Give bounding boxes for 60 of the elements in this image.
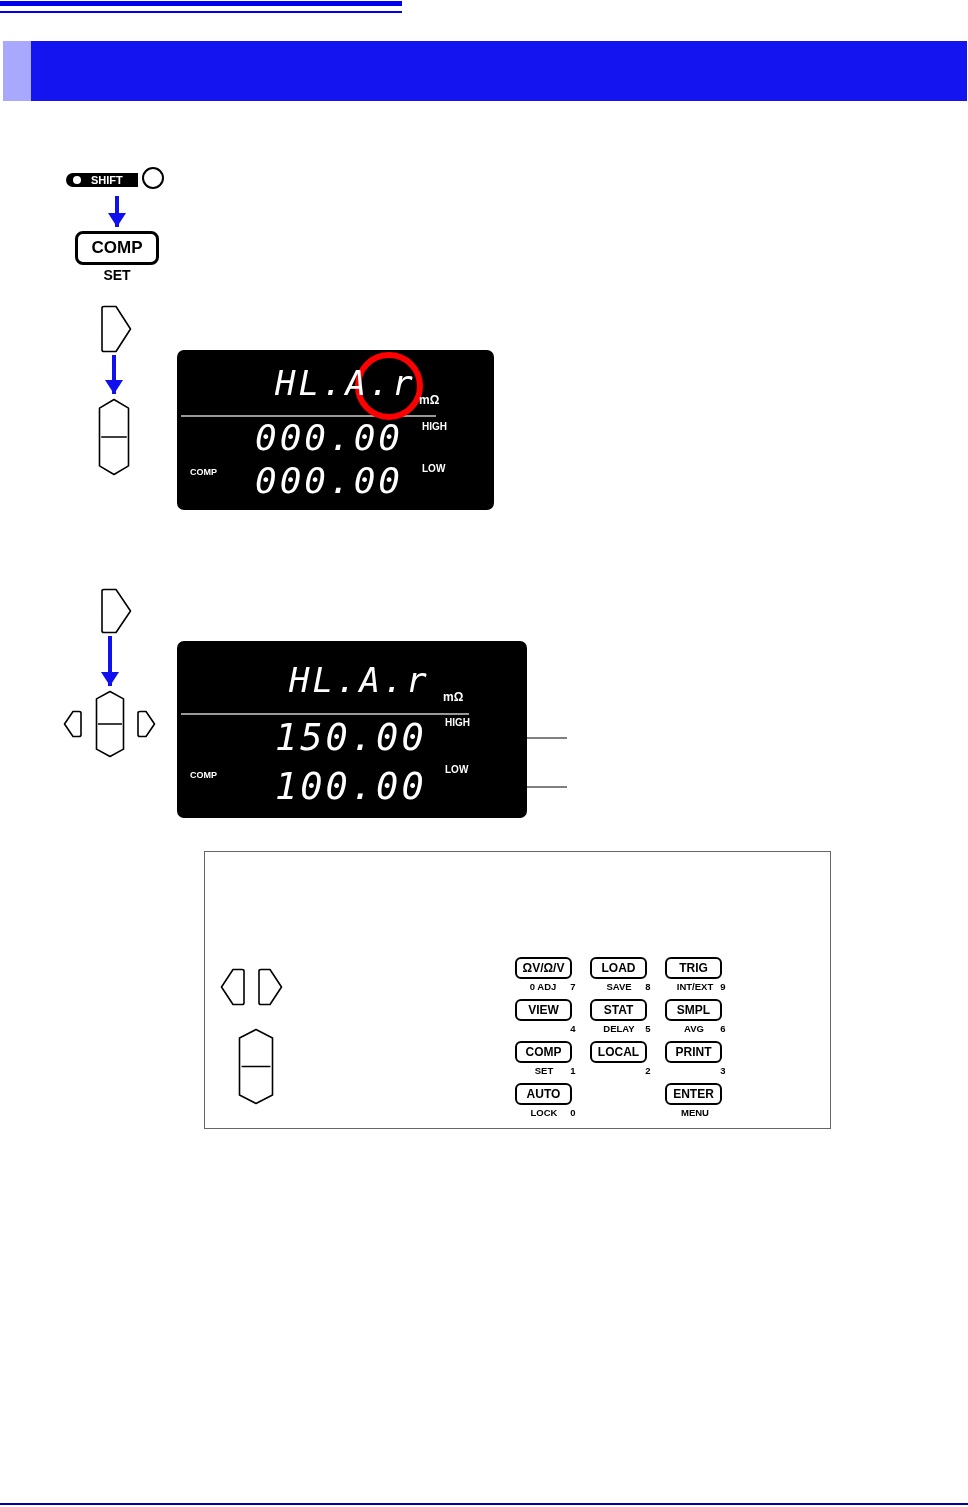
arrow bbox=[105, 355, 123, 394]
key-caption: 3 bbox=[720, 1065, 726, 1076]
key-caption: 8 bbox=[645, 981, 651, 992]
indicator-label: LOW bbox=[422, 464, 446, 474]
stat-key: STAT bbox=[590, 999, 647, 1021]
key-caption: LOCK bbox=[530, 1107, 558, 1118]
trig-key: TRIG bbox=[665, 957, 722, 979]
key-caption: SET bbox=[103, 267, 131, 283]
load-key: LOAD bbox=[590, 957, 647, 979]
note-panel bbox=[204, 851, 831, 1129]
lcd-readout: HL.A.r bbox=[289, 663, 430, 697]
auto-key: AUTO bbox=[515, 1083, 572, 1105]
key-caption: 5 bbox=[645, 1023, 651, 1034]
function-key: ΩV/Ω/V bbox=[515, 957, 572, 979]
comp-key: COMP bbox=[75, 231, 159, 265]
arrow bbox=[101, 636, 119, 686]
key-caption: DELAY bbox=[603, 1023, 635, 1034]
key-caption: AVG bbox=[684, 1023, 704, 1034]
up-down-key bbox=[98, 398, 130, 476]
indicator-label: HIGH bbox=[422, 422, 447, 432]
up-down-key bbox=[238, 1028, 274, 1105]
smpl-key: SMPL bbox=[665, 999, 722, 1021]
indicator-label: COMP bbox=[190, 771, 217, 780]
indicator-label: HIGH bbox=[445, 718, 470, 728]
right-arrow-key bbox=[136, 710, 156, 738]
left-arrow-key bbox=[63, 710, 83, 738]
unit-label: mΩ bbox=[419, 394, 440, 406]
lcd-display bbox=[177, 641, 527, 818]
lcd-readout: 150.00 bbox=[275, 714, 435, 762]
key-caption: 2 bbox=[645, 1065, 651, 1076]
key-caption: SAVE bbox=[606, 981, 632, 992]
local-key: LOCAL bbox=[590, 1041, 647, 1063]
key-caption: 7 bbox=[570, 981, 576, 992]
comp-key: COMP bbox=[515, 1041, 572, 1063]
arrow bbox=[108, 196, 126, 227]
lcd-readout: 000.00 bbox=[255, 420, 404, 456]
up-down-key bbox=[95, 690, 125, 758]
key-caption: INT/EXT bbox=[676, 981, 714, 992]
key-caption: 6 bbox=[720, 1023, 726, 1034]
key-caption: 0 bbox=[570, 1107, 576, 1118]
unit-label: mΩ bbox=[443, 691, 464, 703]
key-caption: 1 bbox=[570, 1065, 576, 1076]
key-caption: 9 bbox=[720, 981, 726, 992]
key-caption: 0 ADJ bbox=[529, 981, 557, 992]
indicator-label: COMP bbox=[190, 468, 217, 477]
key-caption: MENU bbox=[681, 1107, 709, 1118]
enter-key: ENTER bbox=[665, 1083, 722, 1105]
key-caption: SET bbox=[534, 1065, 554, 1076]
key-caption: 4 bbox=[570, 1023, 576, 1034]
right-arrow-key bbox=[100, 588, 132, 634]
lcd-readout: 100.00 bbox=[275, 763, 435, 811]
view-key: VIEW bbox=[515, 999, 572, 1021]
lcd-readout: 000.00 bbox=[255, 463, 404, 499]
lcd-display bbox=[177, 350, 494, 510]
right-arrow-key bbox=[100, 305, 132, 353]
right-arrow-key bbox=[257, 968, 283, 1006]
indicator-label: LOW bbox=[445, 765, 469, 775]
print-key: PRINT bbox=[665, 1041, 722, 1063]
left-arrow-key bbox=[220, 968, 246, 1006]
shift-key: SHIFT bbox=[66, 173, 138, 187]
